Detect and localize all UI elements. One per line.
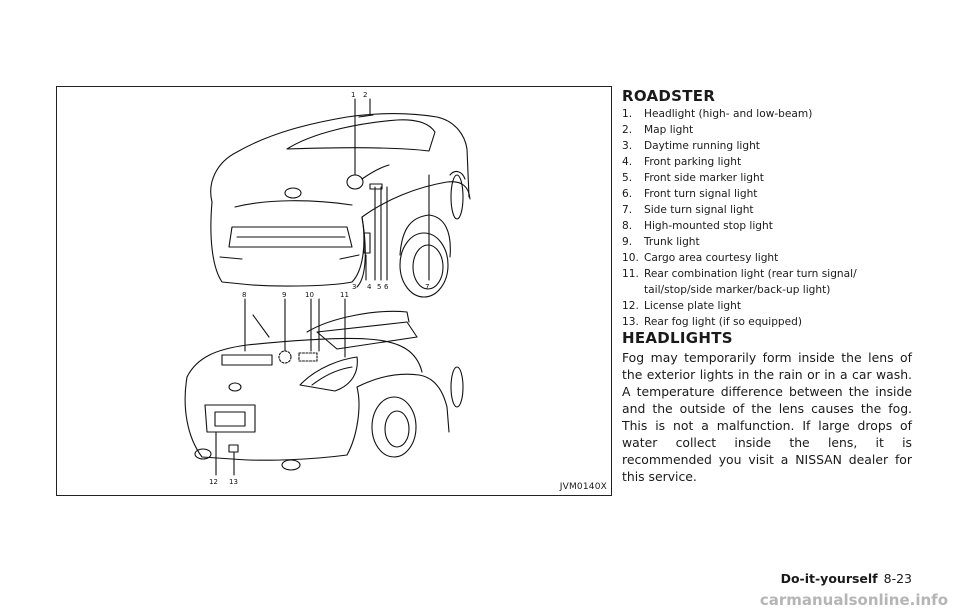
item-number: 1. xyxy=(622,108,633,120)
item-text: Side turn signal light xyxy=(644,204,754,216)
item-text: Rear fog light (if so equipped) xyxy=(644,316,803,328)
chapter-name: Do-it-yourself xyxy=(780,571,878,586)
callout-9: 9 xyxy=(282,291,286,299)
callout-2: 2 xyxy=(363,91,367,99)
list-item: 1. Headlight (high- and low-beam) xyxy=(622,106,912,122)
item-number: 12. xyxy=(622,300,639,312)
list-item: 3. Daytime running light xyxy=(622,138,912,154)
item-number: 4. xyxy=(622,156,633,168)
callout-1: 1 xyxy=(351,91,355,99)
item-number: 6. xyxy=(622,188,633,200)
item-text: Map light xyxy=(644,124,694,136)
callout-4: 4 xyxy=(367,283,372,291)
item-text: Cargo area courtesy light xyxy=(644,252,779,264)
page-number: 8-23 xyxy=(883,571,912,586)
list-item: 2. Map light xyxy=(622,122,912,138)
callout-11: 11 xyxy=(340,291,349,299)
headlights-paragraph: Fog may temporarily form inside the lens… xyxy=(622,350,912,484)
item-number: 13. xyxy=(622,316,639,328)
callout-3: 3 xyxy=(352,283,356,291)
item-text: High-mounted stop light xyxy=(644,220,773,232)
item-text: Headlight (high- and low-beam) xyxy=(644,108,813,120)
list-item: 10. Cargo area courtesy light xyxy=(622,250,912,266)
item-text: Daytime running light xyxy=(644,140,760,152)
item-text: License plate light xyxy=(644,300,741,312)
lights-list: 1. Headlight (high- and low-beam) 2. Map l… xyxy=(622,106,912,330)
callout-10: 10 xyxy=(305,291,314,299)
item-number: 11. xyxy=(622,268,639,280)
page-footer: Do-it-yourself 8-23 xyxy=(781,571,912,586)
headlights-heading: HEADLIGHTS xyxy=(622,329,733,347)
callout-12: 12 xyxy=(209,478,218,486)
item-text: Rear combination light (rear turn signal… xyxy=(644,268,857,296)
list-item: 7. Side turn signal light xyxy=(622,202,912,218)
callout-13: 13 xyxy=(229,478,238,486)
car-illustration: 1 2 3 4 5 6 7 8 9 10 11 12 13 xyxy=(184,91,471,486)
list-item: 12. License plate light xyxy=(622,298,912,314)
list-item: 8. High-mounted stop light xyxy=(622,218,912,234)
callout-7: 7 xyxy=(425,283,429,291)
list-item: 6. Front turn signal light xyxy=(622,186,912,202)
exterior-lights-figure: 1 2 3 4 5 6 7 8 9 10 11 12 13 JVM0140X xyxy=(56,86,612,496)
item-number: 10. xyxy=(622,252,639,264)
item-text: Front turn signal light xyxy=(644,188,758,200)
item-text: Trunk light xyxy=(644,236,700,248)
callout-5: 5 xyxy=(377,283,381,291)
list-item: 5. Front side marker light xyxy=(622,170,912,186)
item-number: 3. xyxy=(622,140,633,152)
callout-8: 8 xyxy=(242,291,246,299)
list-item: 11. Rear combination light (rear turn sig… xyxy=(622,266,912,298)
list-item: 9. Trunk light xyxy=(622,234,912,250)
list-item: 13. Rear fog light (if so equipped) xyxy=(622,314,912,330)
item-number: 7. xyxy=(622,204,633,216)
figure-id: JVM0140X xyxy=(559,482,607,492)
section-title: ROADSTER xyxy=(622,87,716,105)
item-text: Front side marker light xyxy=(644,172,764,184)
item-number: 5. xyxy=(622,172,633,184)
item-number: 2. xyxy=(622,124,633,136)
item-number: 9. xyxy=(622,236,633,248)
watermark: carmanualsonline.info xyxy=(759,591,948,609)
item-number: 8. xyxy=(622,220,633,232)
list-item: 4. Front parking light xyxy=(622,154,912,170)
item-text: Front parking light xyxy=(644,156,742,168)
callout-6: 6 xyxy=(384,283,389,291)
